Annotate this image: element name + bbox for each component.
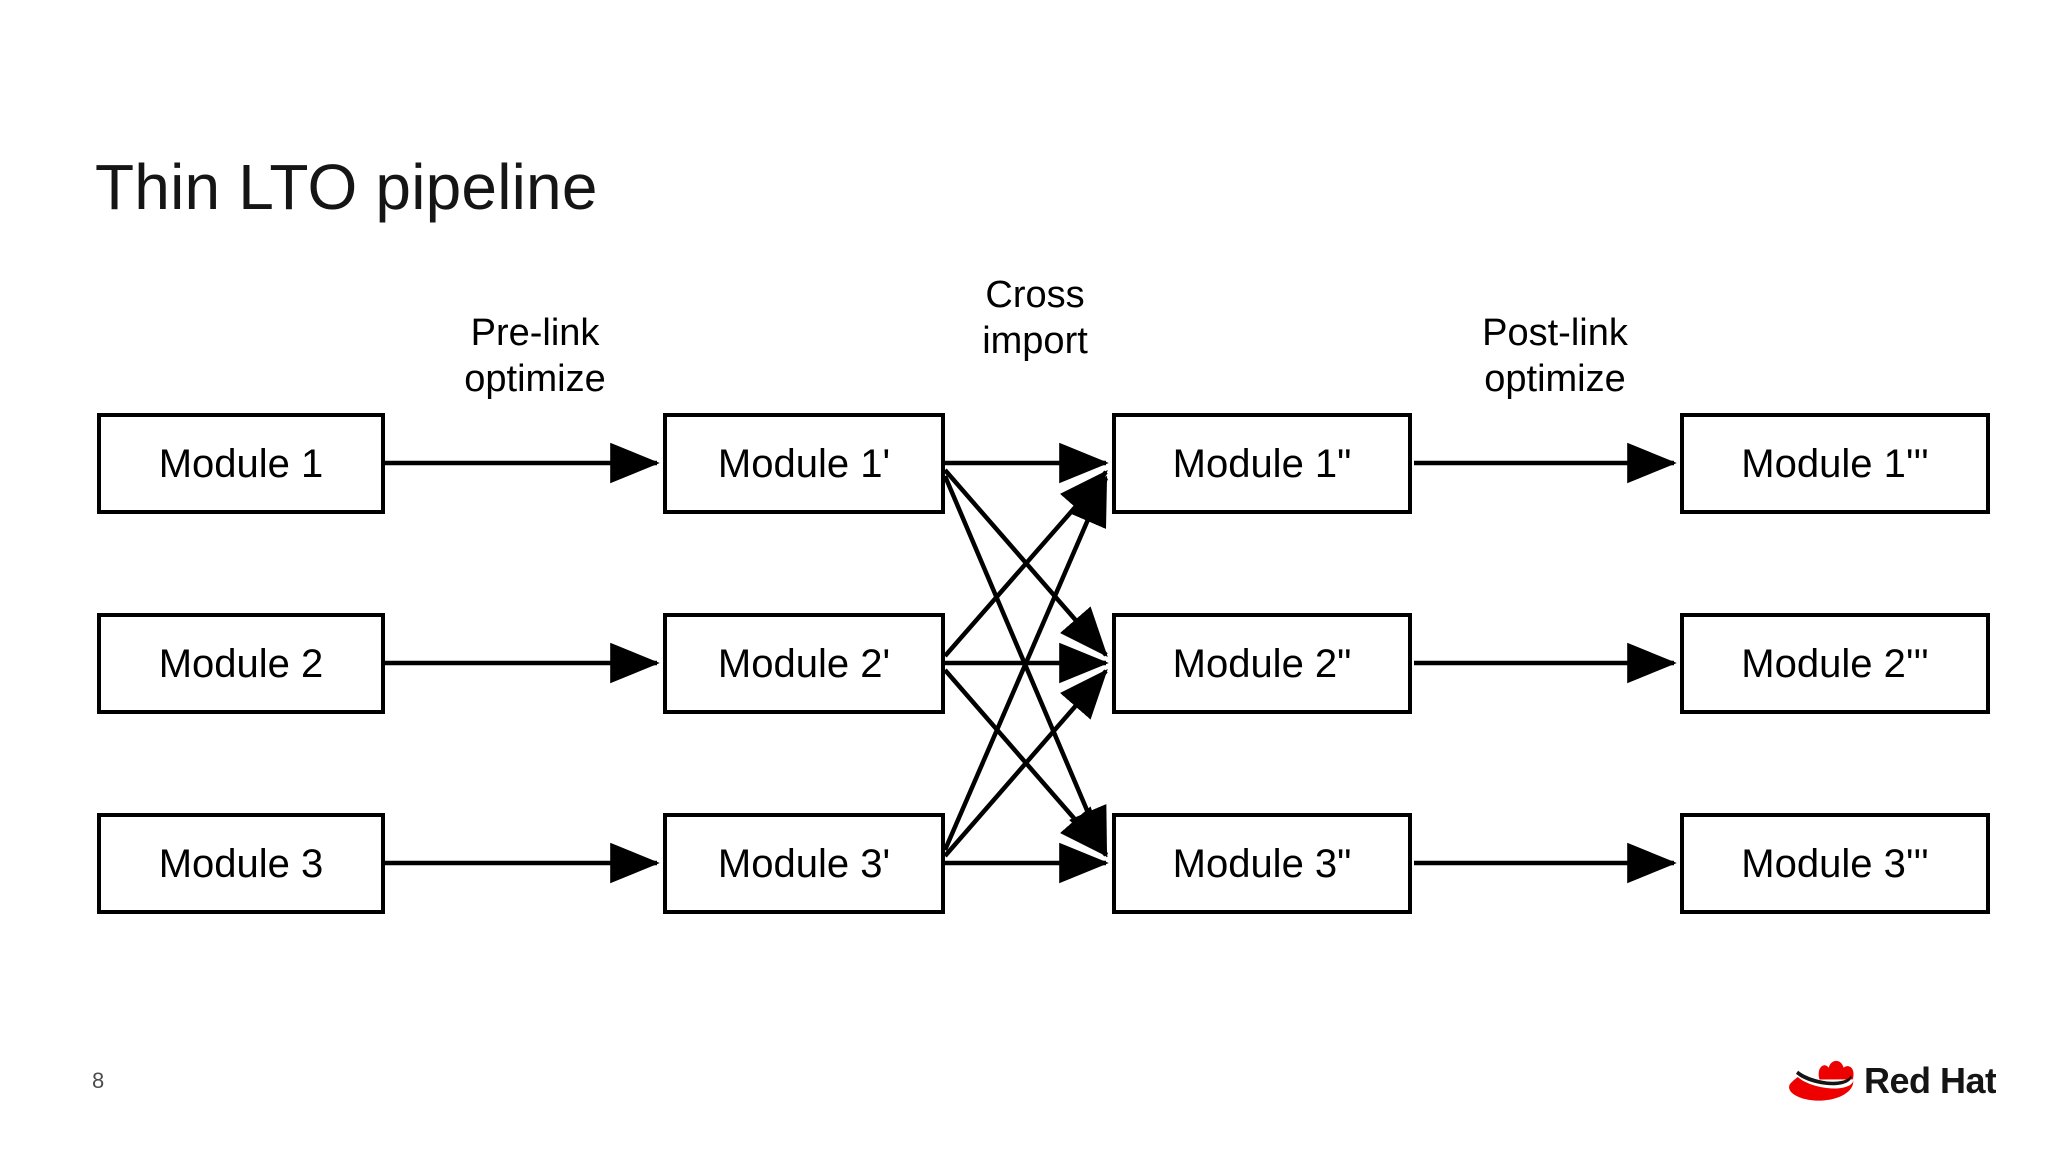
module-box-m2p[interactable]: Module 2' <box>663 613 945 714</box>
redhat-wordmark-text: Red Hat <box>1864 1060 1996 1101</box>
stage-caption-pre-link: Pre-link optimize <box>464 312 606 401</box>
module-label: Module 1' <box>717 441 891 486</box>
edge-m1p-m3pp <box>942 475 1109 858</box>
module-box-m1p[interactable]: Module 1' <box>663 413 945 514</box>
stage-caption-cross-import: Cross import <box>982 274 1088 363</box>
module-label: Module 1 <box>158 441 324 486</box>
redhat-wordmark: Red Hat <box>1864 1060 1996 1101</box>
module-label: Module 2 <box>158 641 324 686</box>
module-box-m3[interactable]: Module 3 <box>97 813 385 914</box>
module-box-m2pp[interactable]: Module 2" <box>1112 613 1412 714</box>
redhat-logo: Red Hat <box>1786 1048 1996 1110</box>
module-label: Module 3" <box>1172 841 1352 886</box>
module-label: Module 3' <box>717 841 891 886</box>
module-box-m3ppp[interactable]: Module 3''' <box>1680 813 1990 914</box>
redhat-logo-mark: Red Hat <box>1789 1060 1996 1101</box>
page-title: Thin LTO pipeline <box>95 150 598 223</box>
redhat-fedora-icon <box>1789 1060 1854 1101</box>
module-box-m3p[interactable]: Module 3' <box>663 813 945 914</box>
module-label: Module 2" <box>1172 641 1352 686</box>
edge-m1p-m2pp <box>943 468 1108 658</box>
edge-m3p-m2pp <box>943 668 1108 858</box>
module-label: Module 2''' <box>1741 641 1929 686</box>
module-box-m1[interactable]: Module 1 <box>97 413 385 514</box>
module-label: Module 1''' <box>1741 441 1929 486</box>
module-box-m2[interactable]: Module 2 <box>97 613 385 714</box>
module-label: Module 2' <box>717 641 891 686</box>
edge-m2p-m3pp <box>943 668 1108 858</box>
page-number: 8 <box>92 1068 105 1093</box>
stage-caption-post-link: Post-link optimize <box>1482 312 1628 401</box>
module-label: Module 3''' <box>1741 841 1929 886</box>
module-box-m2ppp[interactable]: Module 2''' <box>1680 613 1990 714</box>
module-label: Module 3 <box>158 841 324 886</box>
edge-m3p-m1pp <box>942 475 1109 851</box>
module-box-m1pp[interactable]: Module 1" <box>1112 413 1412 514</box>
module-box-m1ppp[interactable]: Module 1''' <box>1680 413 1990 514</box>
edge-m2p-m1pp <box>943 469 1108 658</box>
module-box-m3pp[interactable]: Module 3" <box>1112 813 1412 914</box>
module-label: Module 1" <box>1172 441 1352 486</box>
